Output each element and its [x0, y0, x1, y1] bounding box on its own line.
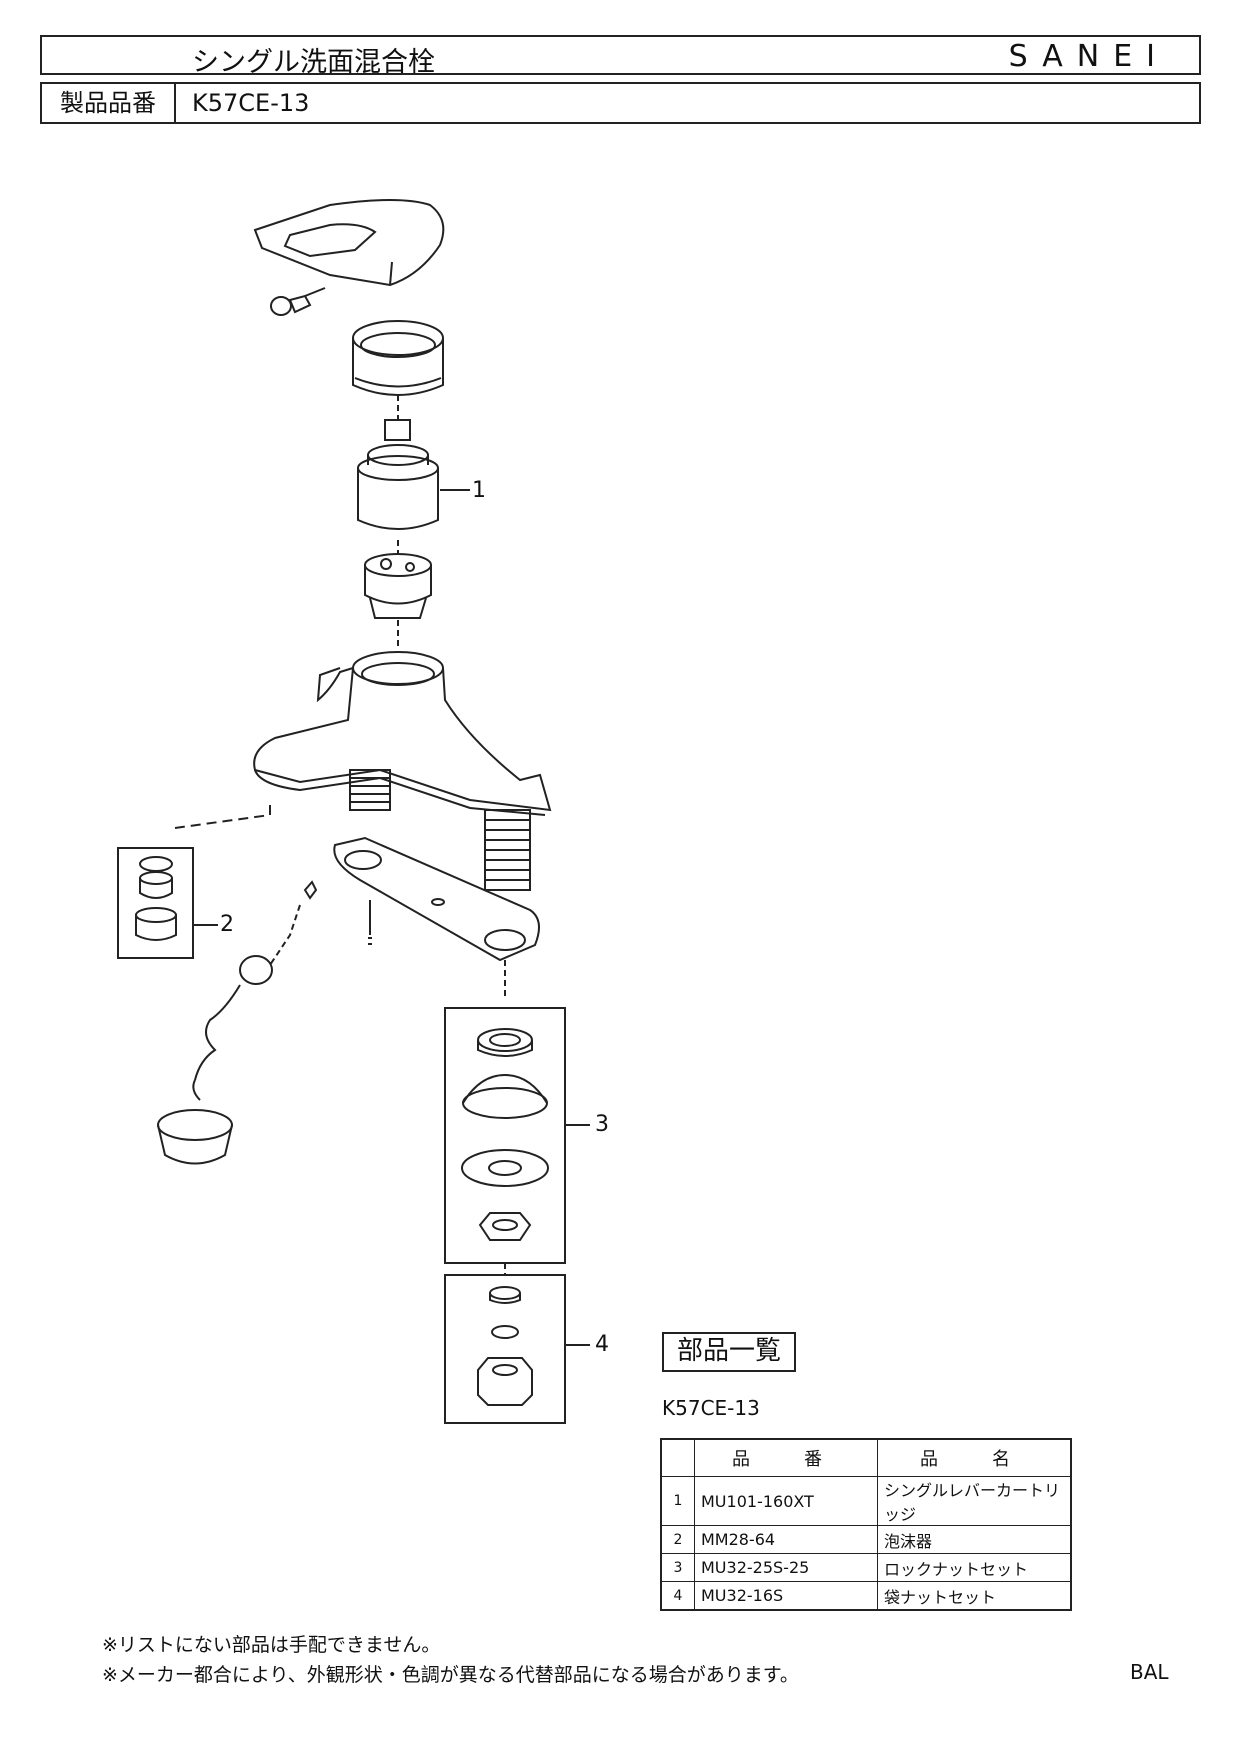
valve-base [364, 553, 432, 619]
product-name: シングル洗面混合栓 [192, 47, 435, 78]
table-header-part-number: 品 番 [694, 1438, 878, 1477]
row-part-number: MU32-25S-25 [694, 1553, 878, 1582]
faucet-body [253, 651, 552, 816]
row-number: 4 [660, 1581, 695, 1611]
note-substitute-parts: ※メーカー都合により、外観形状・色調が異なる代替部品になる場合があります。 [102, 1664, 799, 1686]
header-title-bar: シングル洗面混合栓 SANEI [40, 35, 1201, 78]
header-number-bar: 製品品番 K57CE-13 [40, 82, 1201, 124]
aerator-group [117, 847, 218, 959]
callout-1: 1 [472, 478, 486, 503]
table-row: 2 MM28-64 泡沫器 [660, 1525, 1072, 1554]
table-row: 3 MU32-25S-25 ロックナットセット [660, 1553, 1072, 1582]
callout-2: 2 [220, 912, 234, 937]
table-header-no [660, 1438, 695, 1477]
parts-list-model: K57CE-13 [662, 1396, 760, 1420]
set-screw [270, 287, 326, 316]
note-unlisted-parts: ※リストにない部品は手配できません。 [102, 1634, 441, 1656]
drain-plug-chain [157, 880, 318, 1165]
base-plate [333, 836, 540, 962]
document-code: BAL [1130, 1660, 1169, 1684]
parts-table: 品 番 品 名 1 MU101-160XT シングルレバーカートリッジ 2 MM… [660, 1438, 1072, 1611]
parts-list-title: 部品一覧 [662, 1332, 796, 1372]
row-part-name: ロックナットセット [877, 1553, 1072, 1582]
row-number: 2 [660, 1525, 695, 1554]
row-number: 1 [660, 1476, 695, 1526]
threaded-shank-right [484, 809, 531, 891]
table-header-row: 品 番 品 名 [660, 1438, 1072, 1477]
table-row: 4 MU32-16S 袋ナットセット [660, 1581, 1072, 1611]
product-number-label: 製品品番 [42, 84, 176, 122]
callout-4: 4 [595, 1332, 609, 1357]
row-part-name: シングルレバーカートリッジ [877, 1476, 1072, 1526]
lock-nut-group [444, 1007, 590, 1264]
table-row: 1 MU101-160XT シングルレバーカートリッジ [660, 1476, 1072, 1526]
row-part-name: 泡沫器 [877, 1525, 1072, 1554]
cartridge [357, 419, 470, 530]
row-part-number: MU101-160XT [694, 1476, 878, 1526]
brand-logo: SANEI [1008, 39, 1169, 74]
callout-3: 3 [595, 1112, 609, 1137]
cartridge-cap [352, 320, 444, 396]
row-part-name: 袋ナットセット [877, 1581, 1072, 1611]
row-part-number: MU32-16S [694, 1581, 878, 1611]
cap-nut-group [444, 1274, 590, 1424]
threaded-shank-left [349, 769, 391, 811]
table-header-name: 品 名 [877, 1438, 1072, 1477]
row-number: 3 [660, 1553, 695, 1582]
product-number: K57CE-13 [192, 89, 310, 117]
row-part-number: MM28-64 [694, 1525, 878, 1554]
lever-handle [253, 199, 445, 287]
